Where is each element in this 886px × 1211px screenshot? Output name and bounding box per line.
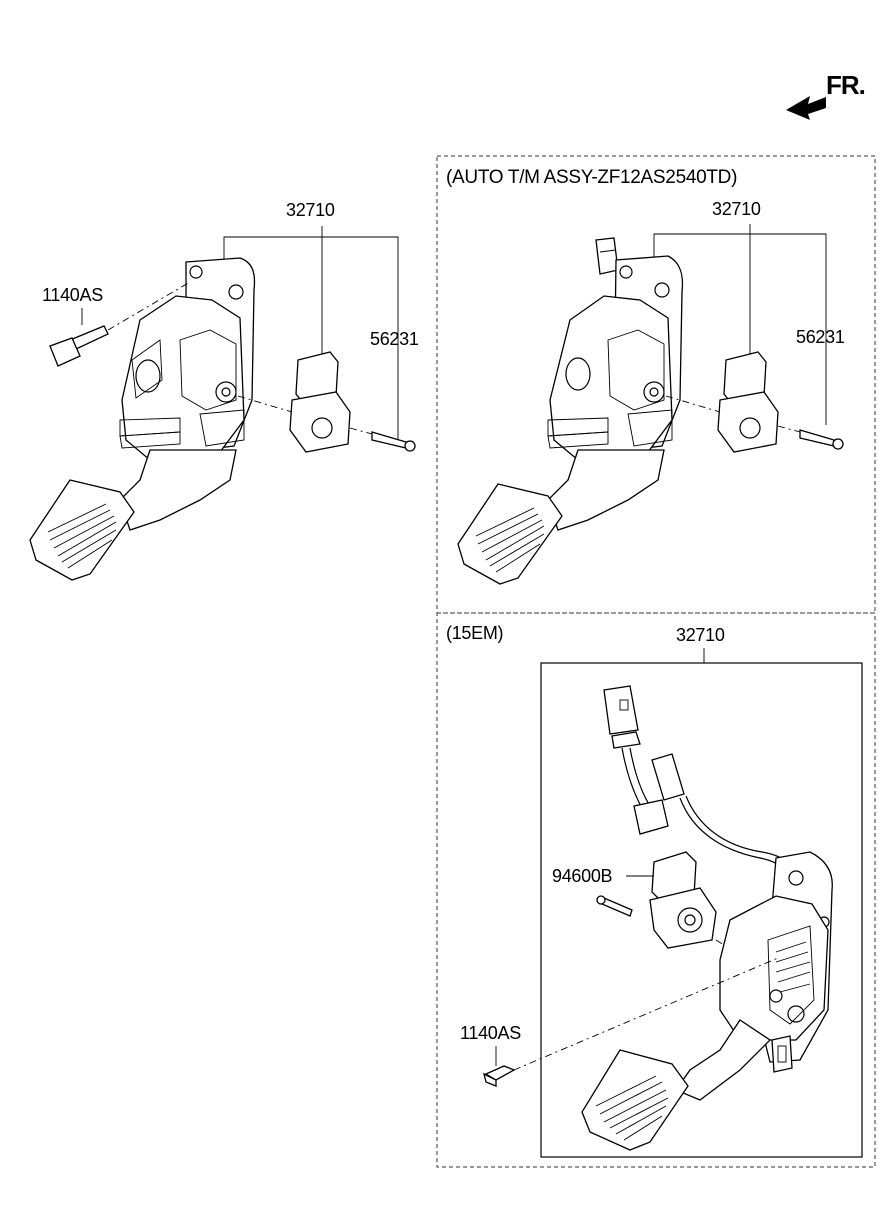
auto-tm-pedal-assembly-drawing [457, 224, 844, 585]
em-pedal-assembly-drawing [483, 648, 833, 1151]
auto-tm-part-screw-label: 56231 [796, 327, 845, 347]
left-pedal-assembly-drawing [29, 226, 416, 581]
left-part-assembly-label: 32710 [286, 200, 335, 220]
em-part-assembly-label: 32710 [676, 625, 725, 645]
auto-tm-part-assembly-label: 32710 [712, 199, 761, 219]
auto-tm-section-title: (AUTO T/M ASSY-ZF12AS2540TD) [446, 167, 738, 188]
em-section-title: (15EM) [446, 623, 504, 643]
em-assembly-box [540, 662, 863, 1158]
em-section-frame [436, 612, 876, 1168]
left-sensor-56231 [237, 351, 351, 453]
left-part-bolt-label: 1140AS [42, 285, 103, 305]
left-bolt-1140as [49, 281, 191, 367]
direction-label: FR. [826, 70, 866, 100]
front-direction-arrow-icon [786, 96, 826, 120]
em-part-sensor-label: 94600B [552, 866, 613, 886]
left-screw-56231 [349, 427, 416, 452]
left-part-screw-label: 56231 [370, 329, 419, 349]
em-part-bolt-label: 1140AS [460, 1023, 521, 1043]
